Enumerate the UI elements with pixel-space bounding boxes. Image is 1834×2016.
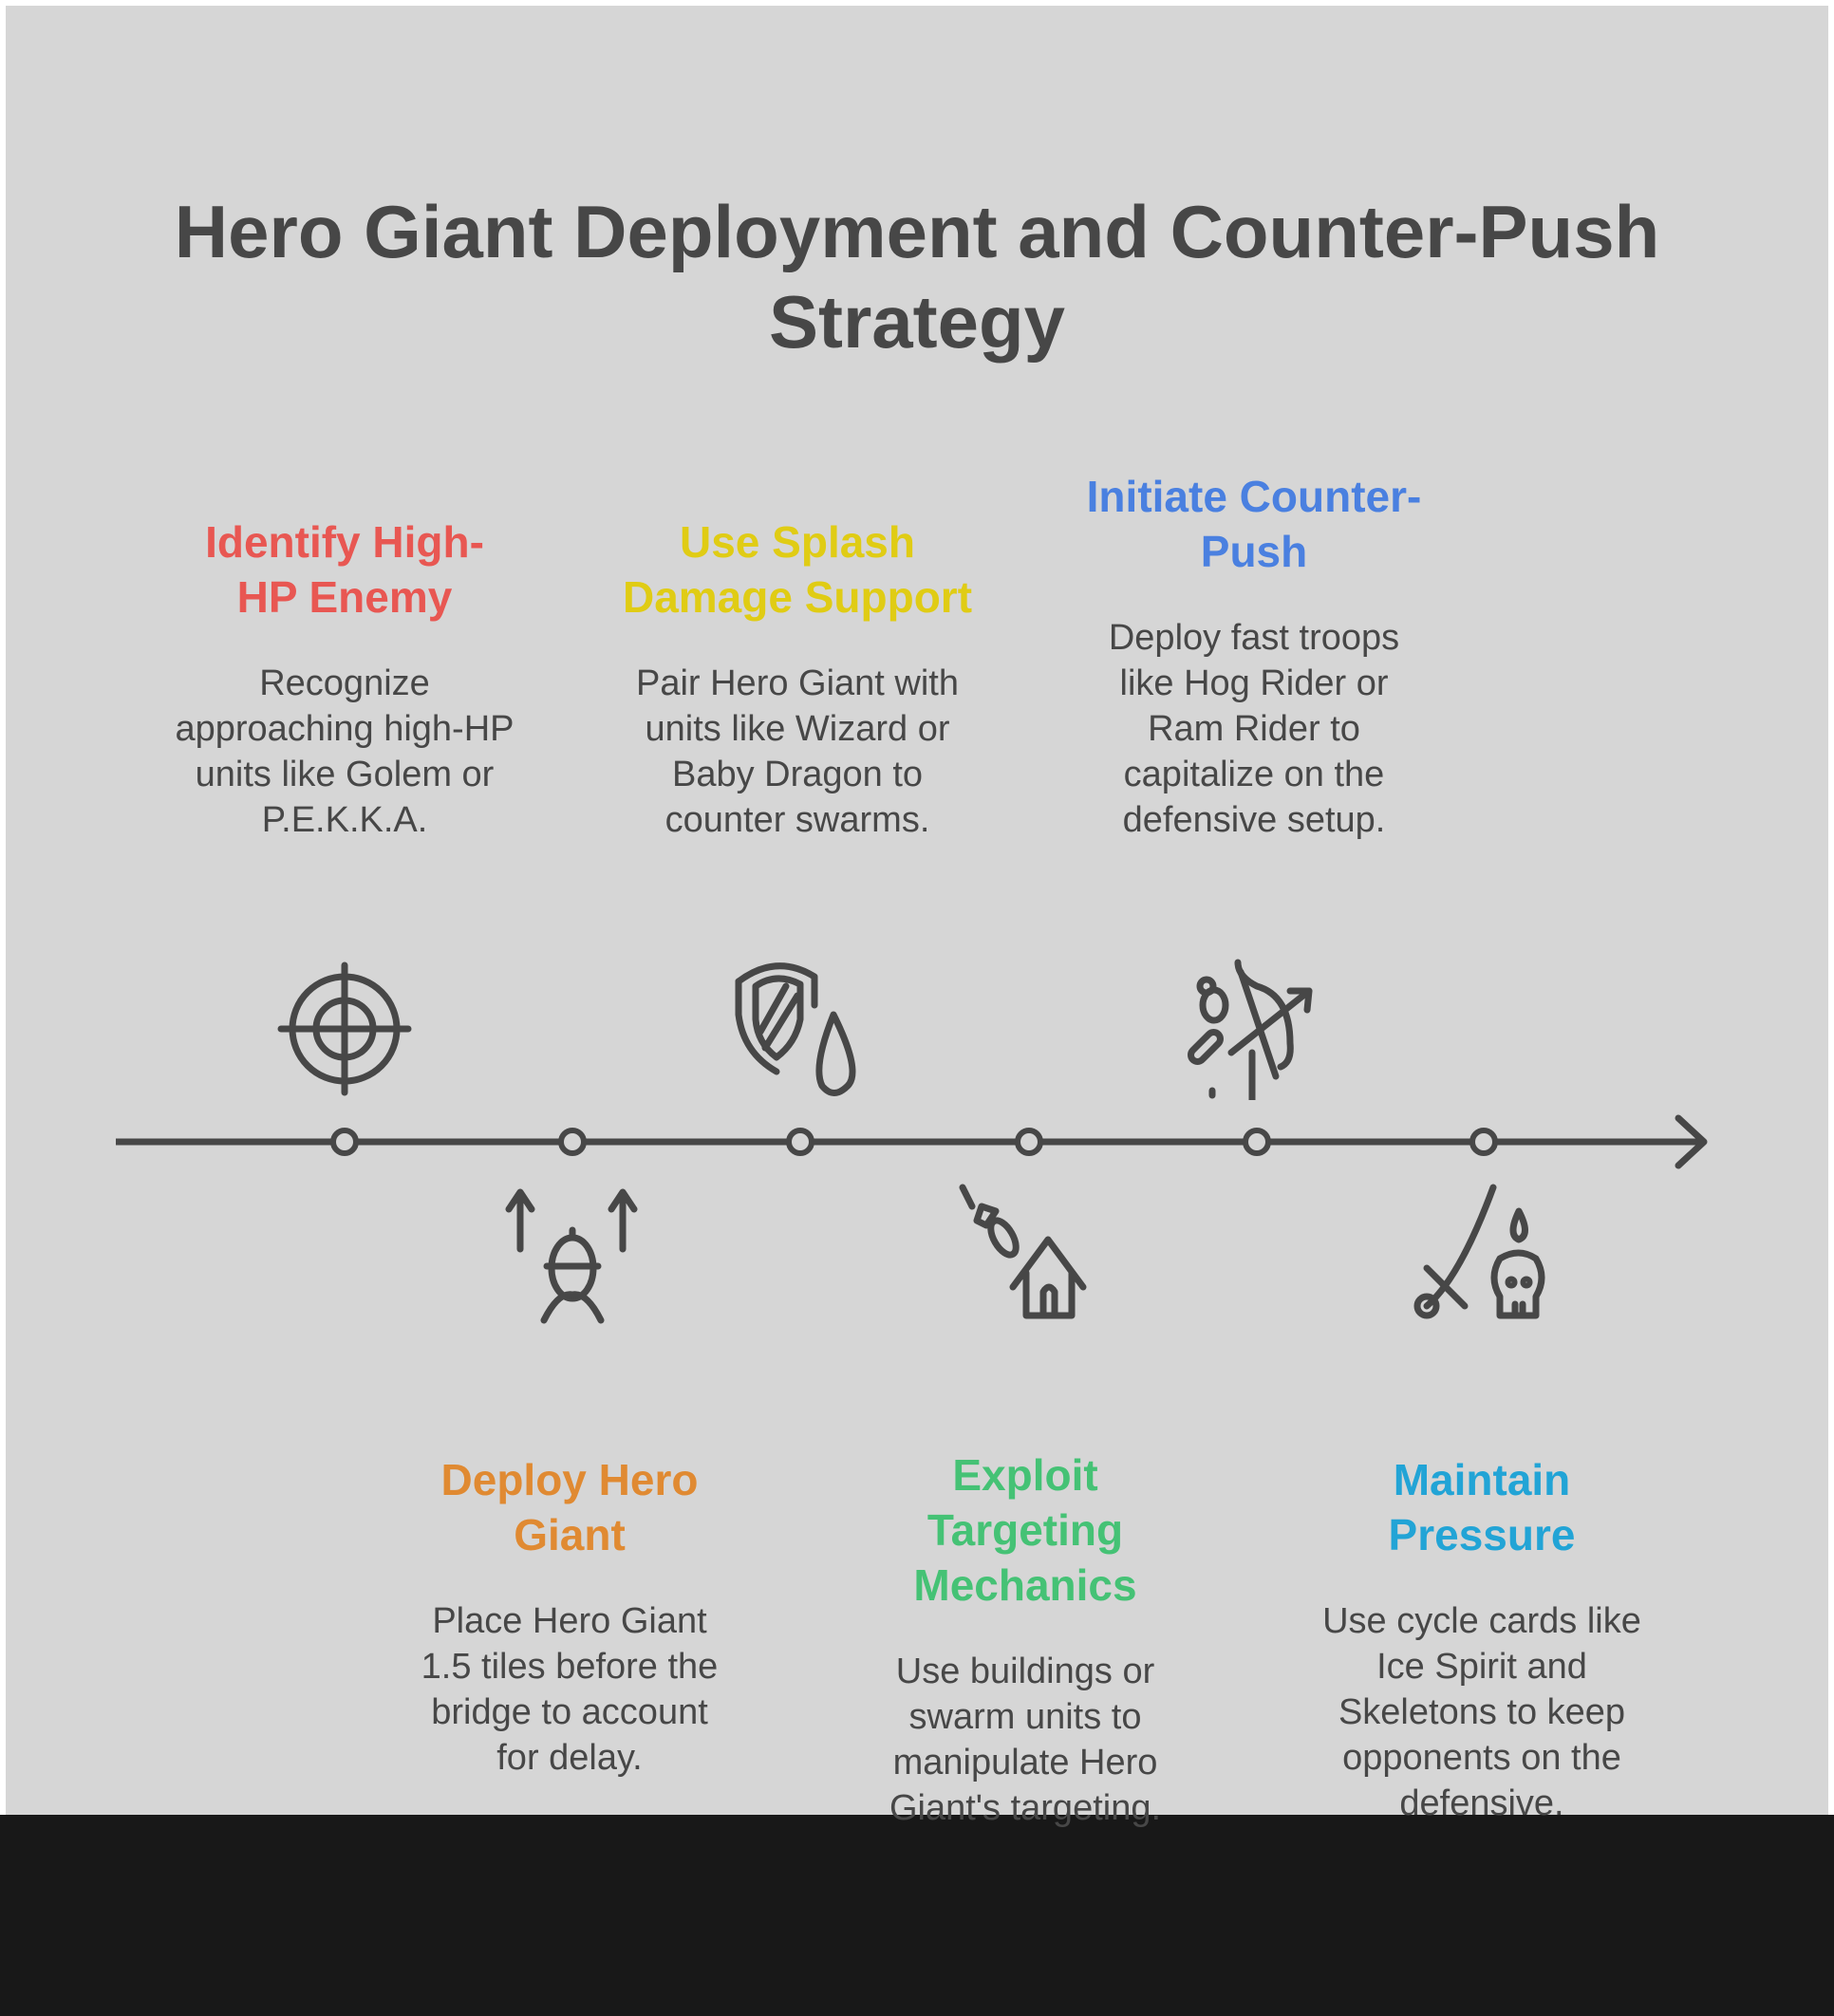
step-description: Recognize approaching high-HP units like… <box>175 663 515 840</box>
timeline-node-5 <box>1243 1128 1271 1156</box>
timeline-node-4 <box>1015 1128 1043 1156</box>
timeline-node-6 <box>1469 1128 1498 1156</box>
step-deploy-hero-giant: Deploy Hero Giant Place Hero Giant 1.5 t… <box>389 1452 750 1781</box>
giant-deploy-icon <box>505 1188 638 1324</box>
step-maintain-pressure: Maintain Pressure Use cycle cards like I… <box>1301 1452 1662 1826</box>
step-heading: Use Splash Damage Support <box>622 517 973 622</box>
timeline-node-3 <box>786 1128 814 1156</box>
sword-skull-icon <box>1413 1184 1545 1319</box>
step-description: Place Hero Giant 1.5 tiles before the br… <box>421 1601 719 1778</box>
step-initiate-counter-push: Initiate Counter-Push Deploy fast troops… <box>1074 469 1434 843</box>
crosshair-icon <box>277 961 412 1096</box>
step-description: Use buildings or swarm units to manipula… <box>889 1652 1162 1828</box>
step-description: Use cycle cards like Ice Spirit and Skel… <box>1322 1601 1641 1823</box>
shield-drop-icon <box>735 962 856 1096</box>
step-heading: Identify High-HP Enemy <box>205 517 484 622</box>
timeline-node-2 <box>558 1128 587 1156</box>
timeline-arrowhead <box>1675 1114 1708 1169</box>
footer-bar <box>0 1815 1834 2016</box>
step-use-splash-damage-support: Use Splash Damage Support Pair Hero Gian… <box>617 514 978 843</box>
step-identify-high-hp-enemy: Identify High-HP Enemy Recognize approac… <box>164 514 525 843</box>
step-heading: Initiate Counter-Push <box>1086 472 1422 576</box>
diagram-background <box>6 6 1828 1815</box>
house-target-icon <box>959 1184 1087 1319</box>
step-heading: Exploit Targeting Mechanics <box>913 1450 1137 1610</box>
step-heading: Deploy Hero Giant <box>440 1455 699 1559</box>
step-description: Pair Hero Giant with units like Wizard o… <box>635 663 959 840</box>
step-description: Deploy fast troops like Hog Rider or Ram… <box>1108 618 1400 840</box>
step-heading: Maintain Pressure <box>1388 1455 1576 1559</box>
page-title: Hero Giant Deployment and Counter-Push S… <box>174 190 1660 364</box>
bow-arrow-icon <box>1188 959 1313 1100</box>
step-exploit-targeting-mechanics: Exploit Targeting Mechanics Use building… <box>845 1447 1206 1831</box>
timeline-node-1 <box>330 1128 359 1156</box>
